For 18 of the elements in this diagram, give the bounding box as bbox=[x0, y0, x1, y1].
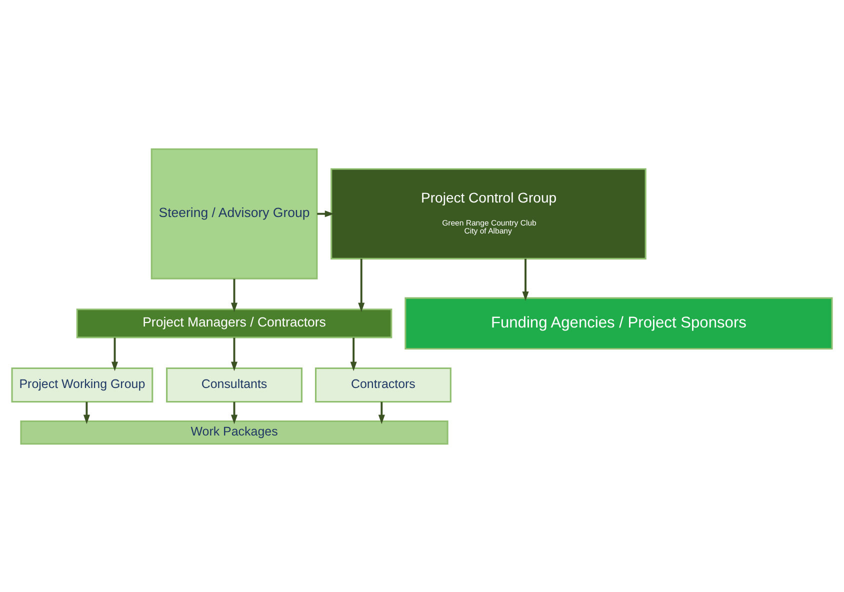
node-box: Work Packages bbox=[20, 420, 448, 444]
node-box: Project Working Group bbox=[11, 366, 154, 402]
arrow bbox=[358, 258, 365, 312]
arrow bbox=[230, 401, 238, 424]
node-box: Consultants bbox=[166, 366, 302, 402]
arrow bbox=[378, 401, 385, 424]
arrow bbox=[83, 401, 90, 424]
node-box: Contractors bbox=[314, 366, 452, 402]
node-box: Funding Agencies / Project Sponsors bbox=[404, 296, 833, 350]
arrow bbox=[317, 210, 334, 217]
arrow bbox=[522, 258, 529, 300]
arrow bbox=[350, 337, 357, 371]
arrow bbox=[111, 337, 118, 371]
arrow bbox=[230, 337, 238, 371]
arrow bbox=[230, 278, 238, 312]
node-box: Project Managers / Contractors bbox=[76, 308, 392, 338]
node-box: Steering / Advisory Group bbox=[150, 148, 318, 279]
node-box: Project Control Group Green Range Country Club City of Albany bbox=[330, 168, 646, 259]
